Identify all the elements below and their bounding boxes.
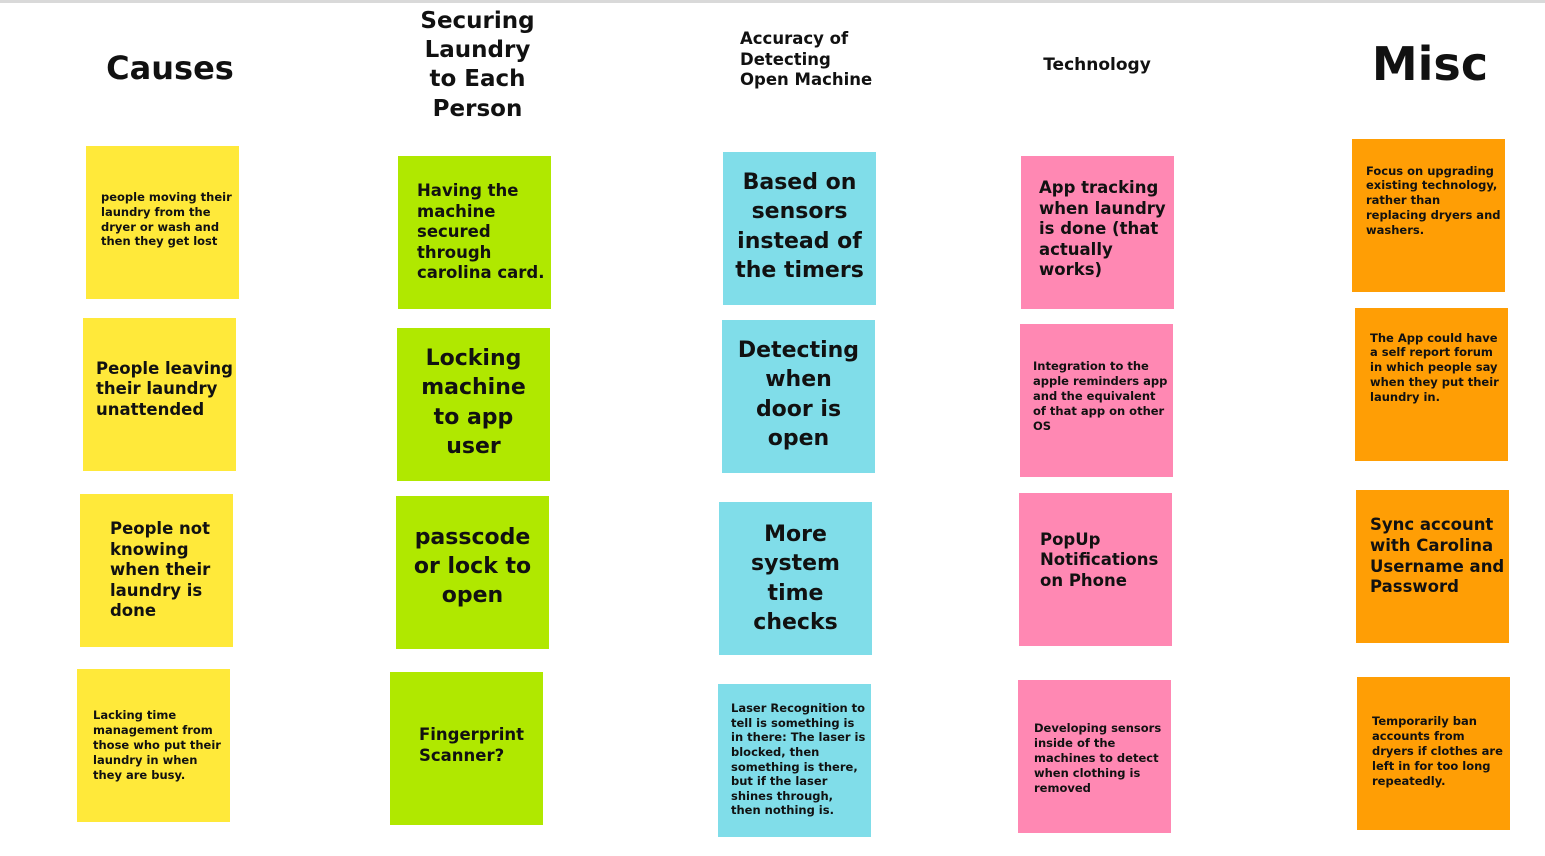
heading-accuracy: Accuracy of Detecting Open Machine xyxy=(740,29,873,90)
note-text: Sync account with Carolina Username and … xyxy=(1370,515,1505,597)
note-text: passcode or lock to open xyxy=(413,524,532,609)
note-text: Lacking time management from those who p… xyxy=(93,708,221,782)
sticky-note: passcode or lock to open xyxy=(396,496,549,649)
note-text: App tracking when laundry is done (that … xyxy=(1039,177,1166,280)
sticky-note: People leaving their laundry unattended xyxy=(83,318,236,471)
heading-securing: Securing Laundry to Each Person xyxy=(420,8,535,122)
sticky-note: App tracking when laundry is done (that … xyxy=(1021,156,1174,309)
note-text: Integration to the apple reminders app a… xyxy=(1033,359,1168,433)
note-text: Developing sensors inside of the machine… xyxy=(1034,721,1162,795)
sticky-note: Locking machine to app user xyxy=(397,328,550,481)
sticky-note: Having the machine secured through carol… xyxy=(398,156,551,309)
note-text: Laser Recognition to tell is something i… xyxy=(731,701,866,818)
sticky-note: people moving their laundry from the dry… xyxy=(86,146,239,299)
sticky-note: Laser Recognition to tell is something i… xyxy=(718,684,871,837)
note-text: People not knowing when their laundry is… xyxy=(110,518,211,621)
heading-misc: Misc xyxy=(1371,37,1489,91)
sticky-note: Detecting when door is open xyxy=(722,320,875,473)
sticky-note: Fingerprint Scanner? xyxy=(390,672,543,825)
note-text: Focus on upgrading existing technology, … xyxy=(1366,163,1501,237)
sticky-note: Lacking time management from those who p… xyxy=(77,669,230,822)
sticky-note: Based on sensors instead of the timers xyxy=(723,152,876,305)
note-text: Locking machine to app user xyxy=(421,346,526,459)
top-border xyxy=(0,0,1545,3)
note-text: Temporarily ban accounts from dryers if … xyxy=(1372,714,1503,788)
note-text: More system time checks xyxy=(751,522,840,635)
sticky-note: The App could have a self report forum i… xyxy=(1355,308,1508,461)
heading-technology: Technology xyxy=(1043,55,1151,75)
note-text: PopUp Notifications on Phone xyxy=(1040,529,1159,590)
sticky-note: PopUp Notifications on Phone xyxy=(1019,493,1172,646)
sticky-note: Focus on upgrading existing technology, … xyxy=(1352,139,1505,292)
sticky-note: More system time checks xyxy=(719,502,872,655)
note-text: Detecting when door is open xyxy=(737,338,860,451)
note-text: People leaving their laundry unattended xyxy=(96,358,233,419)
heading-causes: Causes xyxy=(106,49,234,87)
note-text: The App could have a self report forum i… xyxy=(1370,330,1499,404)
note-text: Fingerprint Scanner? xyxy=(419,724,525,765)
note-text: Having the machine secured through carol… xyxy=(417,180,545,283)
sticky-note: People not knowing when their laundry is… xyxy=(80,494,233,647)
sticky-note: Sync account with Carolina Username and … xyxy=(1356,490,1509,643)
sticky-note: Integration to the apple reminders app a… xyxy=(1020,324,1173,477)
note-text: people moving their laundry from the dry… xyxy=(101,189,232,249)
note-text: Based on sensors instead of the timers xyxy=(735,170,864,283)
sticky-note: Developing sensors inside of the machine… xyxy=(1018,680,1171,833)
sticky-note: Temporarily ban accounts from dryers if … xyxy=(1357,677,1510,830)
